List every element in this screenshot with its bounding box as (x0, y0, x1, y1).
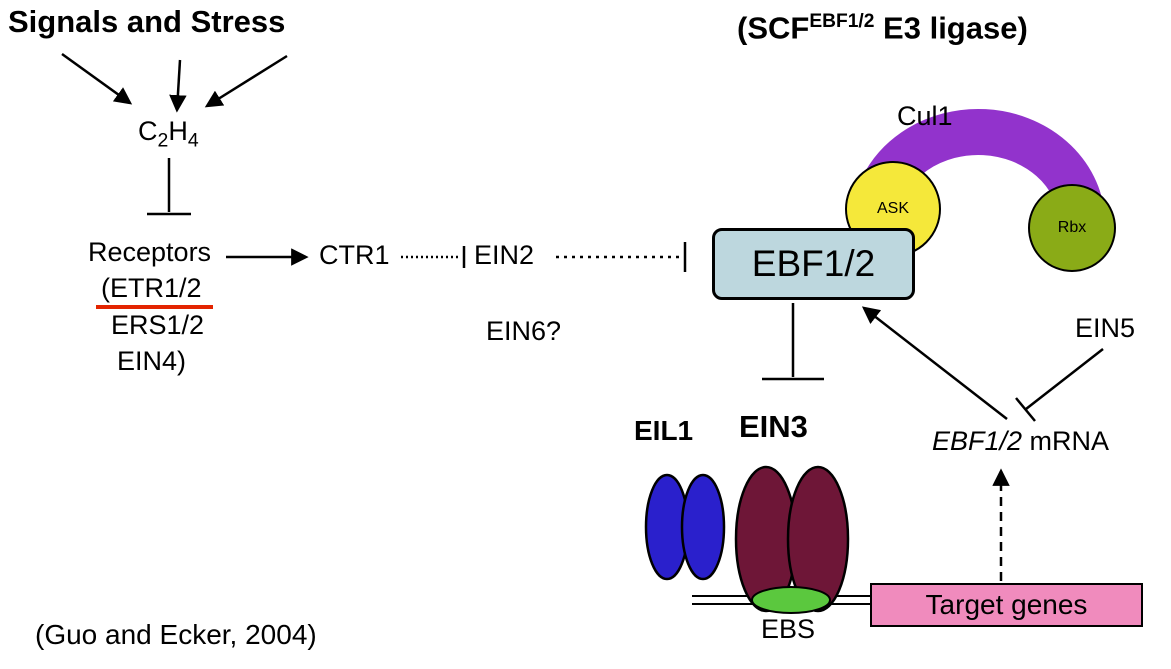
target-genes-label: Target genes (925, 589, 1088, 620)
mrna-ebf-arrow (861, 306, 1008, 420)
ein4-label: EIN4) (117, 346, 187, 376)
scf-title-sup: EBF1/2 (809, 11, 875, 32)
ebs-ellipse (751, 586, 831, 614)
signals-arrow-middle (169, 59, 187, 113)
cul1-label: Cul1 (897, 101, 953, 131)
ebs-label: EBS (761, 614, 816, 644)
ethylene-sub2: 2 (157, 129, 169, 152)
eil1-label: EIL1 (634, 415, 694, 446)
receptors-label: Receptors (88, 237, 212, 267)
eil1-oval-right (680, 473, 726, 581)
ethylene-label: C2H4 (138, 117, 199, 151)
target-genes-box: Target genes (870, 583, 1143, 627)
scf-title-post: E3 ligase) (874, 10, 1028, 46)
ethylene-sub4: 4 (187, 129, 199, 152)
ein3-label: EIN3 (739, 409, 808, 444)
ebf-label: EBF1/2 (751, 243, 876, 284)
scf-title: (SCFEBF1/2 E3 ligase) (737, 10, 1028, 46)
ein5-mrna-line (1025, 348, 1104, 410)
ers-label: ERS1/2 (111, 310, 205, 340)
ebf-mrna-suffix: mRNA (1022, 426, 1110, 456)
ebf-mrna-label: EBF1/2 mRNA (932, 427, 1109, 455)
signals-arrow-left (61, 52, 133, 105)
ein2-label: EIN2 (474, 240, 535, 270)
citation-label: (Guo and Ecker, 2004) (35, 619, 317, 650)
ein5-mrna-inhibit-bar (1015, 397, 1036, 422)
ein6-label: EIN6? (486, 316, 562, 346)
ctr1-label: CTR1 (319, 240, 390, 270)
ebf-box: EBF1/2 (712, 228, 915, 300)
etr-red-underline (96, 305, 213, 309)
ask-label: ASK (876, 200, 909, 217)
etr-label: (ETR1/2 (101, 273, 202, 303)
ein3-oval-right (786, 465, 850, 613)
ethylene-c: C (138, 116, 158, 146)
ein5-label: EIN5 (1075, 313, 1136, 343)
signals-and-stress-label: Signals and Stress (8, 4, 286, 39)
ebf-mrna-gene: EBF1/2 (932, 426, 1023, 456)
rbx-circle: Rbx (1028, 184, 1116, 272)
scf-title-pre: (SCF (737, 10, 810, 46)
ethylene-h: H (168, 116, 188, 146)
rbx-label: Rbx (1057, 219, 1087, 236)
signals-arrow-right (204, 54, 288, 108)
